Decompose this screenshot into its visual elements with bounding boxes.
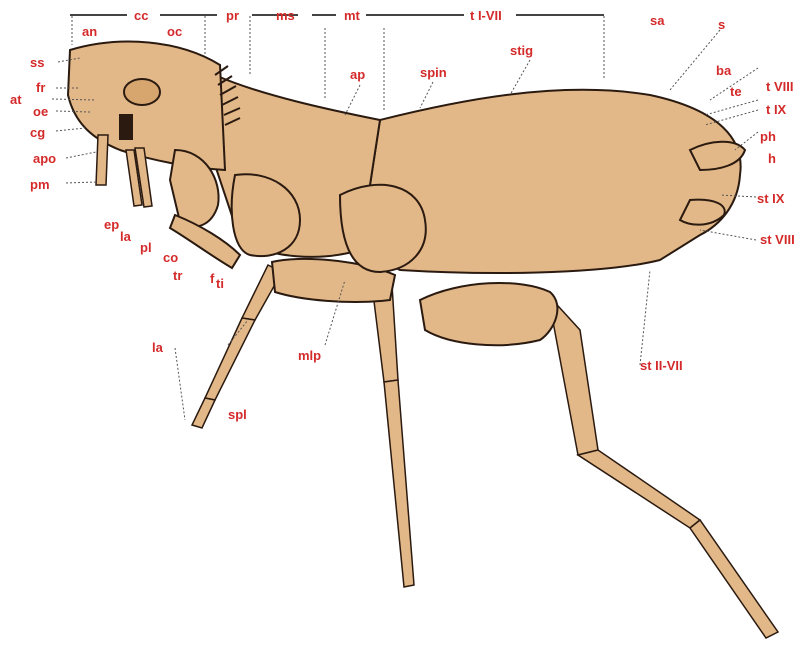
label-spl: spl xyxy=(228,408,247,421)
label-mlp: mlp xyxy=(298,349,321,362)
label-t-i-vii: t I-VII xyxy=(470,9,502,22)
label-t-viii: t VIII xyxy=(766,80,793,93)
label-fr: fr xyxy=(36,81,45,94)
label-t-ix: t IX xyxy=(766,103,786,116)
label-ss: ss xyxy=(30,56,44,69)
label-an: an xyxy=(82,25,97,38)
label-h: h xyxy=(768,152,776,165)
label-at: at xyxy=(10,93,22,106)
label-pr: pr xyxy=(226,9,239,22)
label-ms: ms xyxy=(276,9,295,22)
label-spin: spin xyxy=(420,66,447,79)
label-st-ii-vii: st II-VII xyxy=(640,359,683,372)
label-st-viii: st VIII xyxy=(760,233,795,246)
head xyxy=(68,42,225,170)
label-ep: ep xyxy=(104,218,119,231)
label-la-mouth: la xyxy=(120,230,131,243)
label-cg: cg xyxy=(30,126,45,139)
label-co: co xyxy=(163,251,178,264)
label-sa: sa xyxy=(650,14,664,27)
label-pl: pl xyxy=(140,241,152,254)
label-st-ix: st IX xyxy=(757,192,784,205)
label-te: te xyxy=(730,85,742,98)
label-s: s xyxy=(718,18,725,31)
label-oe: oe xyxy=(33,105,48,118)
label-stig: stig xyxy=(510,44,533,57)
label-ba: ba xyxy=(716,64,731,77)
label-ph: ph xyxy=(760,130,776,143)
label-oc: oc xyxy=(167,25,182,38)
label-ti: ti xyxy=(216,277,224,290)
label-tr: tr xyxy=(173,269,182,282)
label-pm: pm xyxy=(30,178,50,191)
label-f: f xyxy=(210,272,214,285)
label-la-leg: la xyxy=(152,341,163,354)
flea-body xyxy=(68,42,745,346)
label-apo: apo xyxy=(33,152,56,165)
label-ap: ap xyxy=(350,68,365,81)
label-mt: mt xyxy=(344,9,360,22)
label-cc: cc xyxy=(134,9,148,22)
